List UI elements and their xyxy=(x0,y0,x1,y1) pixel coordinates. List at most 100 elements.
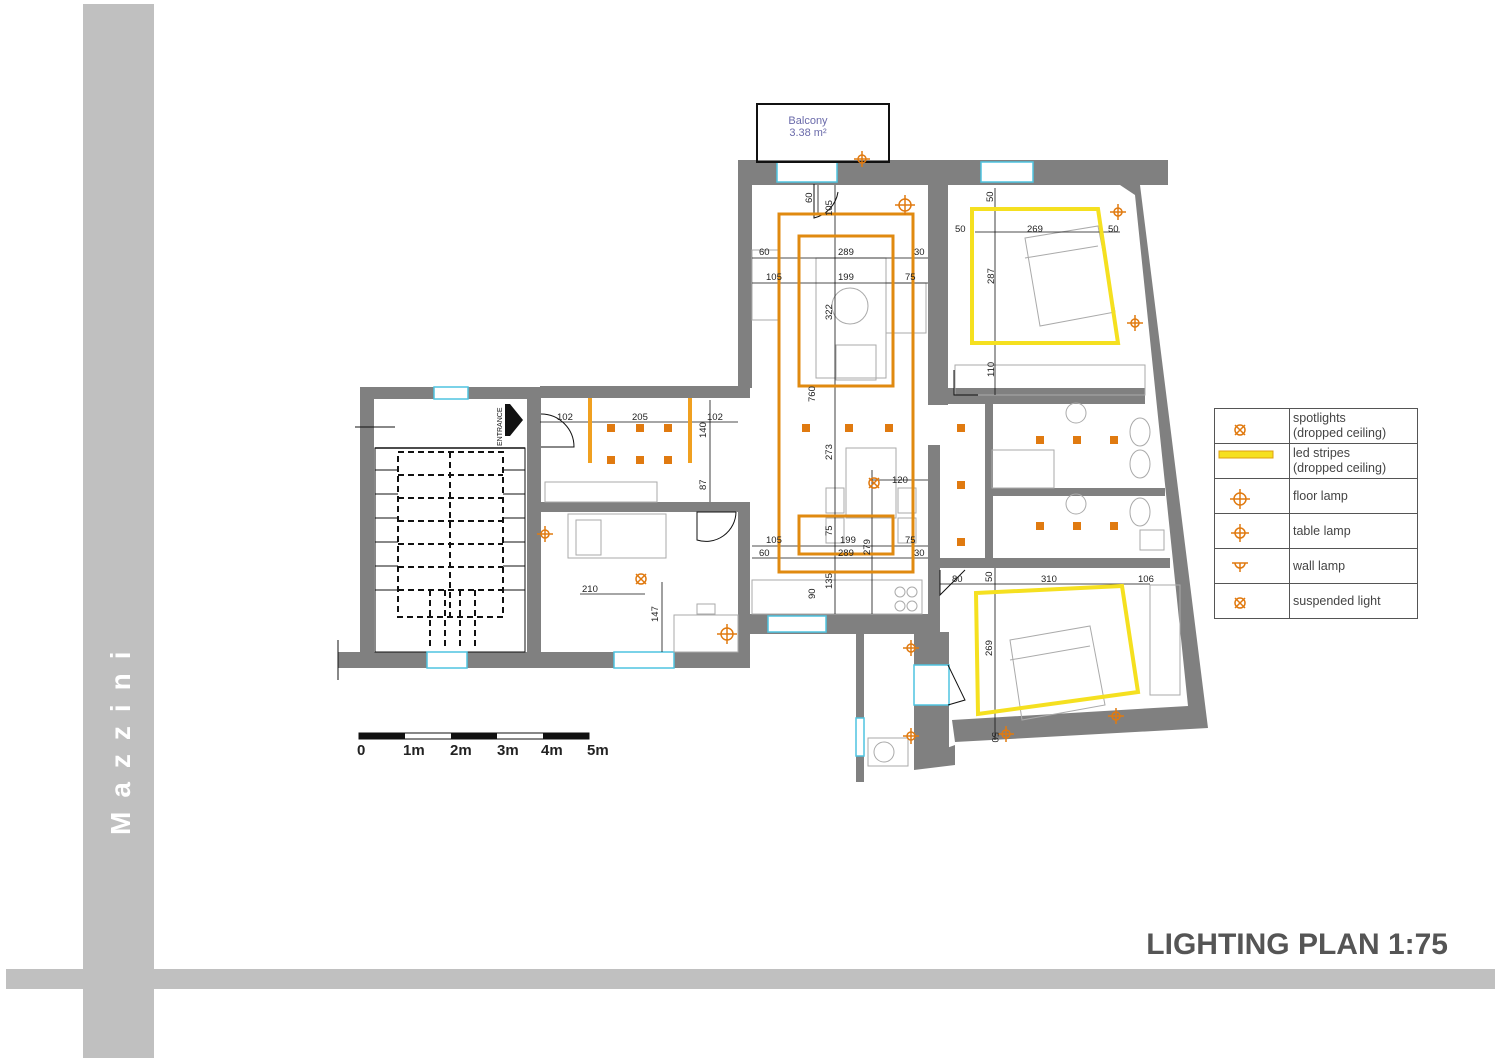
spotlight-icon xyxy=(1036,436,1044,444)
dim-living-75-top: 75 xyxy=(905,272,916,283)
staircase xyxy=(337,426,526,680)
dim-hall-102-right: 102 xyxy=(707,412,723,423)
spotlight-icon xyxy=(664,456,672,464)
dim-living-105-left: 105 xyxy=(766,272,782,283)
legend-label: suspended light xyxy=(1293,593,1381,608)
dim-living-75-bot: 75 xyxy=(905,535,916,546)
led-stripe-living-bottom xyxy=(797,514,895,556)
dim-living-60-top: 60 xyxy=(804,192,815,203)
scale-label: 3m xyxy=(497,742,519,759)
spotlight-icon xyxy=(957,538,965,546)
suspended-light-icon xyxy=(868,477,880,489)
led-stripe-bedroom2 xyxy=(973,583,1141,717)
suspended-light-icon xyxy=(635,573,647,585)
dim-living-105-bot: 105 xyxy=(766,535,782,546)
dim-living-90: 90 xyxy=(807,588,818,599)
entrance-label: ENTRANCE xyxy=(497,407,504,446)
dim-living-30-top: 30 xyxy=(914,247,925,258)
dim-hall-87: 87 xyxy=(698,479,709,490)
led-stripe-living-top xyxy=(797,234,895,388)
spotlight-icon xyxy=(664,424,672,432)
table-lamp-icon xyxy=(903,728,919,744)
dim-hall-205: 205 xyxy=(632,412,648,423)
legend-label: table lamp xyxy=(1293,523,1351,538)
dim-bed1-110: 110 xyxy=(986,362,997,377)
dim-bed1-269: 269 xyxy=(1027,224,1043,235)
spotlight-icon xyxy=(607,424,615,432)
scale-label: 1m xyxy=(403,742,425,759)
dim-living-279: 279 xyxy=(862,539,873,555)
legend-label: wall lamp xyxy=(1293,558,1346,573)
spotlight-icon xyxy=(636,456,644,464)
led-stripe-bedroom1 xyxy=(970,207,1121,345)
dim-living-289-top: 289 xyxy=(838,247,854,258)
dim-bath-147: 147 xyxy=(650,606,661,622)
floor-lamp-icon xyxy=(717,624,737,644)
dim-living-30-bot: 30 xyxy=(914,548,925,559)
dimension-labels: 60 105 60 289 30 105 199 75 322 760 273 … xyxy=(557,191,1154,742)
wall-lamp-icon xyxy=(854,151,870,167)
spotlights xyxy=(607,424,1118,546)
dim-bed1-50-left: 50 xyxy=(955,224,966,235)
street-horizontal xyxy=(6,969,1495,989)
dim-living-273: 273 xyxy=(824,444,835,460)
dim-hall-102-left: 102 xyxy=(557,412,573,423)
spotlight-icon xyxy=(1036,522,1044,530)
spotlight-icon xyxy=(845,424,853,432)
dim-living-322: 322 xyxy=(824,304,835,320)
table-lamp-icon xyxy=(1110,204,1126,220)
led-stripe-living-outer xyxy=(777,212,915,574)
dim-living-760: 760 xyxy=(807,386,818,402)
spotlight-icon xyxy=(607,456,615,464)
walls xyxy=(338,160,1208,782)
legend-sublabel: (dropped ceiling) xyxy=(1293,461,1387,475)
spotlight-icon xyxy=(802,424,810,432)
led-stripes xyxy=(588,207,1141,717)
legend-row: spotlights(dropped ceiling) xyxy=(1214,408,1418,444)
dim-bed1-287: 287 xyxy=(986,268,997,284)
spotlight-icon xyxy=(1110,522,1118,530)
scale-bar-labels: 0 1m 2m 3m 4m 5m xyxy=(355,742,625,762)
spotlight-icon xyxy=(885,424,893,432)
scale-label: 4m xyxy=(541,742,563,759)
legend-row: floor lamp xyxy=(1214,478,1418,514)
dim-living-199-bot: 199 xyxy=(840,535,856,546)
dim-living-75-v: 75 xyxy=(824,525,835,536)
legend: spotlights(dropped ceiling) led stripes(… xyxy=(1214,408,1418,619)
spotlight-icon xyxy=(636,424,644,432)
legend-row: wall lamp xyxy=(1214,548,1418,584)
furniture xyxy=(544,225,1181,767)
spotlight-icon xyxy=(1110,436,1118,444)
legend-label: spotlights xyxy=(1293,411,1346,425)
legend-row: led stripes(dropped ceiling) xyxy=(1214,443,1418,479)
dim-living-60-bot: 60 xyxy=(759,548,770,559)
dim-living-105-top: 105 xyxy=(824,200,835,216)
scale-label: 5m xyxy=(587,742,609,759)
balcony-outline xyxy=(756,103,890,163)
dim-bed2-106: 106 xyxy=(1138,574,1154,585)
spotlight-icon xyxy=(1073,522,1081,530)
table-lamp-icon xyxy=(537,526,553,542)
spotlight-icon xyxy=(1073,436,1081,444)
balcony-label: Balcony xyxy=(788,115,828,127)
scale-label: 2m xyxy=(450,742,472,759)
table-lamp-icon xyxy=(1127,315,1143,331)
dim-bed2-50-bottom: 50 xyxy=(989,732,1000,743)
doors xyxy=(540,184,978,706)
legend-label: led stripes xyxy=(1293,446,1350,460)
table-lamp-icon xyxy=(903,640,919,656)
street-vertical xyxy=(83,4,154,1058)
dim-bed2-50-v: 50 xyxy=(984,571,995,582)
wall-lamp-icon xyxy=(998,726,1014,742)
dim-living-120: 120 xyxy=(892,475,908,486)
entrance-marker xyxy=(505,404,510,436)
floor-lamp-icon xyxy=(895,195,915,215)
table-lamp-icon xyxy=(1108,708,1124,724)
legend-sublabel: (dropped ceiling) xyxy=(1293,426,1387,440)
scale-label: 0 xyxy=(357,742,366,759)
entrance-arrow-icon xyxy=(510,404,523,436)
dim-bed2-310: 310 xyxy=(1041,574,1057,585)
balcony-area: 3.38 m² xyxy=(789,127,827,139)
legend-label: floor lamp xyxy=(1293,488,1348,503)
